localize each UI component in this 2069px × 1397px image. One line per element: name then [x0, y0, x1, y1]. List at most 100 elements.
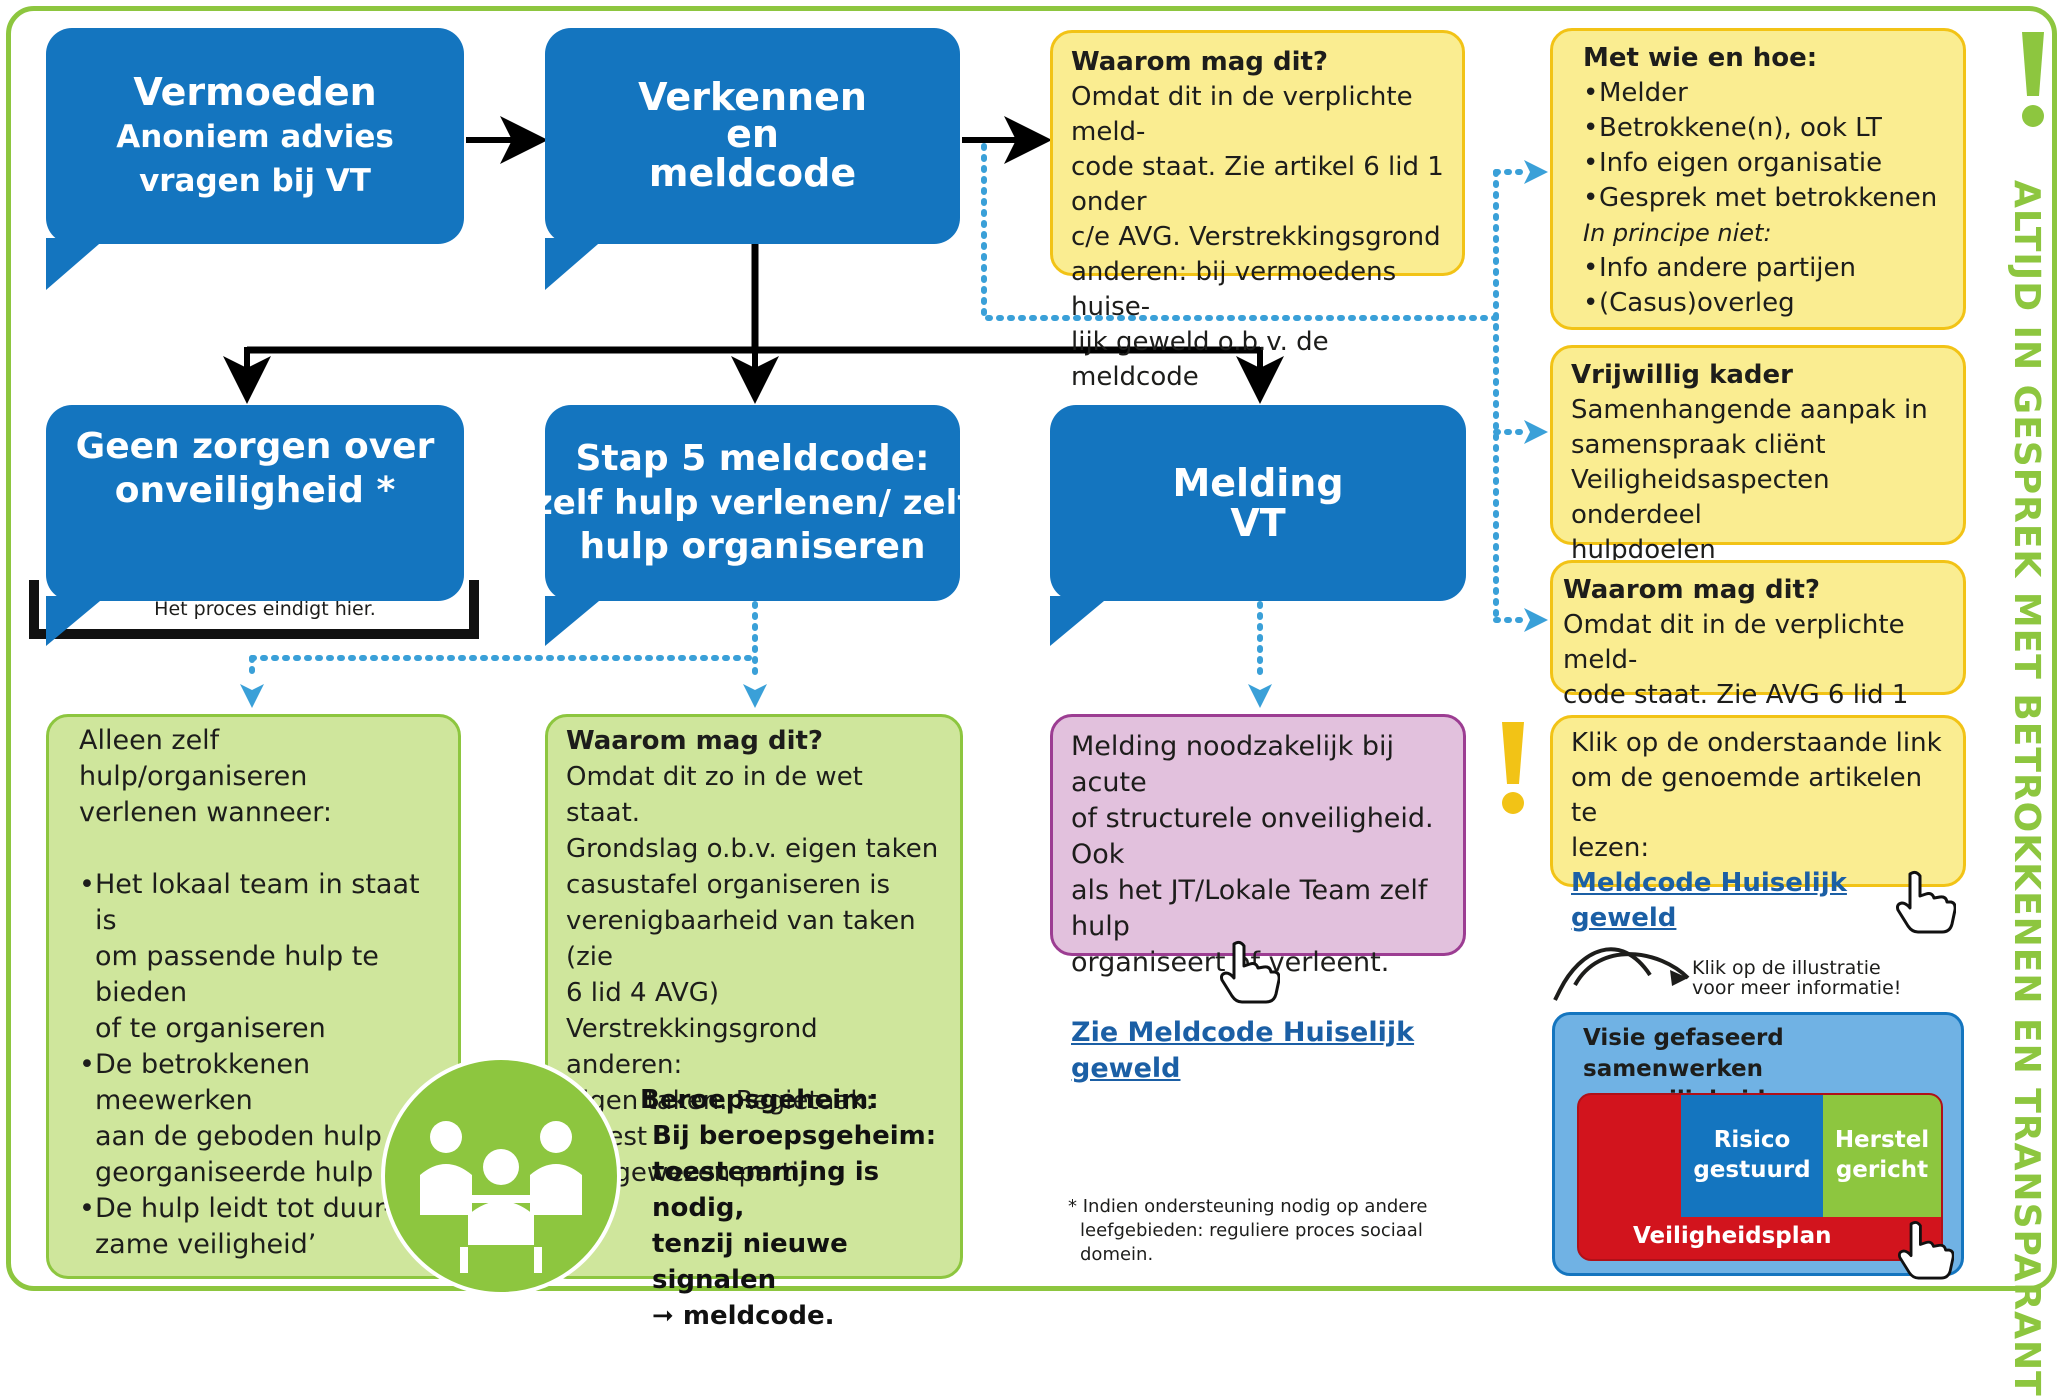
- waarom-box-2: Waarom mag dit? Omdat dit in de verplich…: [1550, 560, 1966, 745]
- list-item: Betrokkene(n), ook LT: [1583, 111, 1945, 146]
- alleen-intro-1: Alleen zelf hulp/organiseren: [79, 725, 308, 792]
- verkennen-line1: Verkennen: [638, 75, 867, 119]
- beroepsgeheim-line: toestemming is nodig,: [652, 1157, 880, 1223]
- melding-info-line: als het JT/Lokale Team zelf hulp: [1071, 875, 1428, 942]
- vermoeden-sub2: vragen bij VT: [139, 163, 371, 199]
- list-item-line: georganiseerde hulp: [95, 1157, 374, 1188]
- list-item-line: Het lokaal team in staat is: [95, 869, 420, 936]
- verkennen-tail: [545, 238, 605, 290]
- meldcode-link-2[interactable]: Meldcode Huiselijk geweld: [1571, 868, 1847, 933]
- beroepsgeheim-block: Beroepsgeheim: Bij beroepsgeheim: toeste…: [640, 1082, 960, 1334]
- risico-line2: gestuurd: [1693, 1157, 1811, 1183]
- met-wie-title: Met wie en hoe:: [1583, 43, 1818, 73]
- dotted-to-right: [981, 143, 1499, 321]
- waarom-3-line: Verstrekkingsgrond anderen:: [566, 1014, 818, 1080]
- list-item: Info eigen organisatie: [1583, 146, 1945, 181]
- waarom-1-line: anderen: bij vermoedens huise-: [1071, 257, 1397, 322]
- risico-line1: Risico: [1713, 1127, 1791, 1153]
- exclamation-icon: [2022, 32, 2044, 127]
- vrijwillig-line: Veiligheidsaspecten onderdeel: [1571, 465, 1830, 530]
- vrijwillig-box: Vrijwillig kader Samenhangende aanpak in…: [1550, 345, 1966, 565]
- list-item: De hulp leidt tot duur- zame veiligheid’: [79, 1191, 438, 1263]
- connector-lines: [29, 116, 1690, 1001]
- list-item: Gesprek met betrokkenen: [1583, 181, 1945, 216]
- meeting-people-icon: [381, 1056, 621, 1296]
- risico-block: Risico gestuurd: [1681, 1095, 1823, 1217]
- list-item: Melder: [1583, 76, 1945, 111]
- geen-zorgen-tail: [46, 596, 106, 646]
- melding-info-box: Melding noodzakelijk bij acute of struct…: [1050, 714, 1466, 1084]
- waarom-3-line: Omdat dit zo in de wet staat.: [566, 762, 863, 828]
- herstel-line2: gericht: [1835, 1157, 1929, 1183]
- list-item: Het lokaal team in staat is om passende …: [79, 867, 438, 1047]
- end-bracket: [29, 580, 479, 639]
- alleen-intro-2: verlenen wanneer:: [79, 797, 333, 828]
- verkennen-line2: en: [726, 112, 779, 156]
- list-item-line: om passende hulp te bieden: [95, 941, 379, 1008]
- curved-arrow-icon: [1553, 947, 1652, 1001]
- klik-link-box: Klik op de onderstaande link om de genoe…: [1550, 715, 1966, 933]
- geen-zorgen-line1: Geen zorgen over: [75, 426, 435, 467]
- herstel-line1: Herstel: [1834, 1127, 1930, 1153]
- met-wie-list-2: Info andere partijen (Casus)overleg: [1583, 251, 1945, 321]
- waarom-1-line: code staat. Zie artikel 6 lid 1 onder: [1071, 152, 1444, 217]
- page-frame: [6, 6, 2057, 1291]
- end-note: Het proces eindigt hier.: [154, 598, 376, 620]
- visie-diagram[interactable]: Risico gestuurd Herstel gericht Veilighe…: [1577, 1093, 1943, 1261]
- met-wie-list: Melder Betrokkene(n), ook LT Info eigen …: [1583, 76, 1945, 216]
- list-item-line: De betrokkenen meewerken: [95, 1049, 311, 1116]
- veiligheidsplan-label: Veiligheidsplan: [1633, 1223, 1832, 1249]
- visie-illustration[interactable]: Visie gefaseerd samenwerken aan veilighe…: [1552, 1012, 1964, 1276]
- footnote: * Indien ondersteuning nodig op andere l…: [1068, 1195, 1448, 1267]
- list-item: (Casus)overleg: [1583, 286, 1945, 321]
- waarom-3-line: 6 lid 4 AVG): [566, 978, 720, 1008]
- visie-hint-line1: Klik op de illustratie: [1692, 957, 1881, 979]
- vermoeden-title: Vermoeden: [133, 70, 377, 114]
- waarom-3-title: Waarom mag dit?: [566, 726, 824, 756]
- vermoeden-sub1: Anoniem advies: [116, 119, 394, 155]
- waarom-1-title: Waarom mag dit?: [1071, 47, 1329, 77]
- vrijwillig-line: Samenhangende aanpak in: [1571, 395, 1928, 425]
- list-item-line: aan de geboden hulp of: [95, 1121, 417, 1152]
- list-item: De betrokkenen meewerken aan de geboden …: [79, 1047, 438, 1191]
- stap5-tail: [545, 596, 605, 646]
- melding-info-line: of structurele onveiligheid. Ook: [1071, 803, 1434, 870]
- list-item-line: De hulp leidt tot duur-: [95, 1193, 394, 1224]
- footnote-line: domein.: [1080, 1244, 1154, 1265]
- beroepsgeheim-title: Beroepsgeheim:: [640, 1085, 879, 1115]
- waarom-2-line: Omdat dit in de verplichte meld-: [1563, 610, 1905, 675]
- klik-line: om de genoemde artikelen te: [1571, 763, 1923, 828]
- vrijwillig-title: Vrijwillig kader: [1571, 360, 1794, 390]
- visie-title-line1: Visie gefaseerd samenwerken: [1583, 1025, 1784, 1082]
- waarom-2-title: Waarom mag dit?: [1563, 575, 1821, 605]
- waarom-3-line: verenigbaarheid van taken (zie: [566, 906, 916, 972]
- visie-hint-line2: voor meer informatie!: [1692, 977, 1902, 999]
- alleen-list: Het lokaal team in staat is om passende …: [79, 867, 438, 1263]
- stap5-box: Stap 5 meldcode: zelf hulp verlenen/ zel…: [533, 405, 972, 601]
- hand-pointer-icon: [1220, 940, 1280, 1004]
- stap5-line3: hulp organiseren: [579, 526, 926, 567]
- waarom-1-line: c/e AVG. Verstrekkingsgrond: [1071, 222, 1441, 252]
- vermoeden-tail: [46, 238, 106, 290]
- melding-info-line: Melding noodzakelijk bij acute: [1071, 731, 1395, 798]
- geen-zorgen-box: Geen zorgen over onveiligheid *: [46, 405, 464, 601]
- klik-line: lezen:: [1571, 833, 1650, 863]
- hand-pointer-icon: [1896, 870, 1956, 934]
- melding-vt-line1: Melding: [1172, 461, 1344, 505]
- beroepsgeheim-arrow-line: ➞ meldcode.: [640, 1298, 960, 1334]
- melding-vt-line2: VT: [1230, 501, 1286, 545]
- waarom-3-line: Grondslag o.b.v. eigen taken: [566, 834, 939, 864]
- stap5-line2: zelf hulp verlenen/ zelf: [532, 483, 973, 523]
- waarom-1-line: Omdat dit in de verplichte meld-: [1071, 82, 1413, 147]
- herstel-block: Herstel gericht: [1823, 1095, 1941, 1217]
- klik-line: Klik op de onderstaande link: [1571, 728, 1942, 758]
- meldcode-link-1[interactable]: Zie Meldcode Huiselijk geweld: [1071, 1017, 1415, 1084]
- stap5-line1: Stap 5 meldcode:: [575, 438, 930, 479]
- met-wie-note: In principe niet:: [1583, 219, 1772, 247]
- melding-vt-tail: [1050, 596, 1110, 646]
- arrow-right-icon: ➞: [652, 1301, 674, 1331]
- geen-zorgen-line2: onveiligheid *: [114, 470, 396, 511]
- met-wie-box: Met wie en hoe: Melder Betrokkene(n), oo…: [1550, 28, 1966, 330]
- beroepsgeheim-line: Bij beroepsgeheim:: [652, 1121, 937, 1151]
- beroepsgeheim-line: tenzij nieuwe signalen: [652, 1229, 848, 1295]
